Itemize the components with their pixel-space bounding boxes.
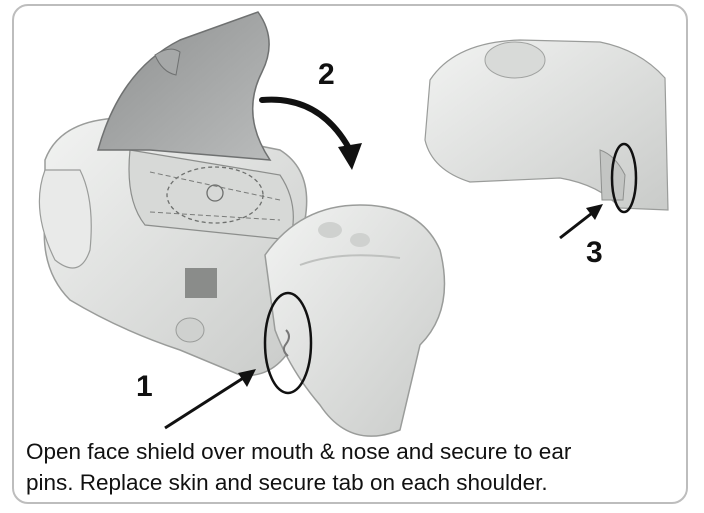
step-number-1: 1 bbox=[136, 370, 153, 404]
arrow-step-1-icon bbox=[165, 369, 256, 428]
caption-line-2: pins. Replace skin and secure tab on eac… bbox=[26, 467, 686, 498]
step-number-3: 3 bbox=[586, 236, 603, 270]
instruction-caption: Open face shield over mouth & nose and s… bbox=[26, 436, 686, 498]
arrow-step-3-icon bbox=[560, 204, 603, 238]
caption-line-1: Open face shield over mouth & nose and s… bbox=[26, 436, 686, 467]
step-number-2: 2 bbox=[318, 58, 335, 92]
face-shield-flap bbox=[98, 12, 270, 160]
shoulder-tab-inset bbox=[425, 40, 668, 212]
manikin-head bbox=[265, 205, 445, 436]
